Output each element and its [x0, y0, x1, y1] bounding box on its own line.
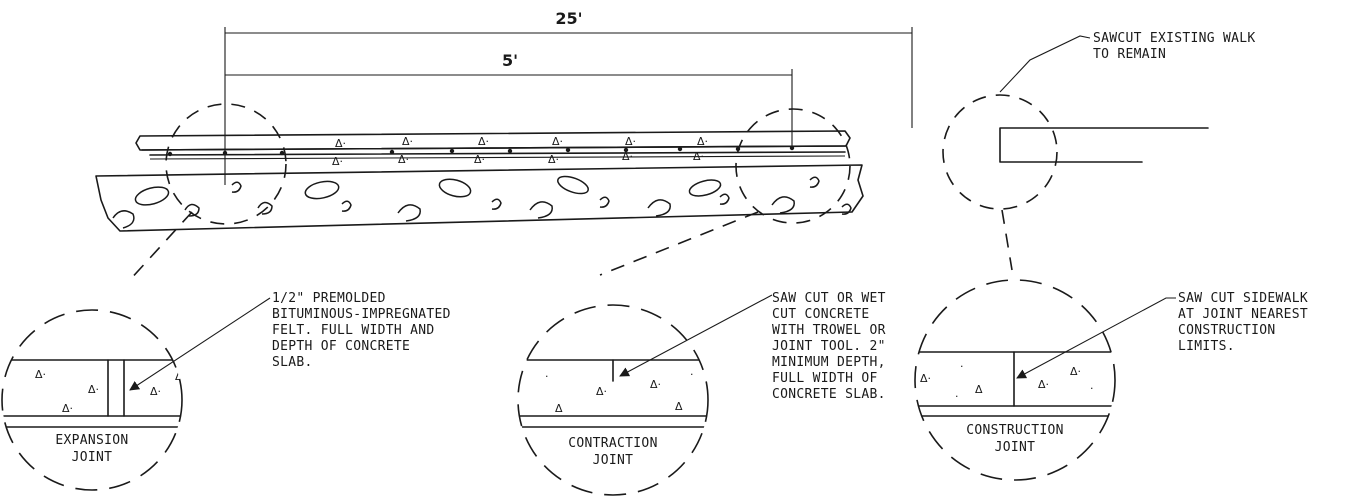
svg-text:·: · — [1090, 382, 1094, 395]
svg-text:Δ·: Δ· — [1038, 378, 1049, 391]
svg-text:LIMITS.: LIMITS. — [1178, 339, 1235, 354]
svg-text:Δ·: Δ· — [552, 135, 563, 148]
sidewalk-slab: Δ· Δ· Δ· Δ· Δ· Δ· Δ· Δ· Δ· Δ· Δ· Δ· — [135, 130, 851, 168]
svg-text:CUT CONCRETE: CUT CONCRETE — [772, 307, 870, 322]
svg-text:FULL WIDTH OF: FULL WIDTH OF — [772, 371, 878, 386]
svg-text:MINIMUM DEPTH,: MINIMUM DEPTH, — [772, 355, 886, 370]
svg-text:Δ·: Δ· — [332, 155, 343, 168]
expansion-arrow — [129, 297, 271, 391]
svg-text:Δ: Δ — [975, 383, 983, 396]
svg-text:Δ·: Δ· — [88, 383, 99, 396]
leader-contraction — [599, 211, 759, 276]
svg-text:Δ·: Δ· — [596, 385, 607, 398]
svg-text:WITH TROWEL OR: WITH TROWEL OR — [772, 323, 886, 338]
svg-text:Δ·: Δ· — [1070, 365, 1081, 378]
construction-joint-title-line2: JOINT — [995, 440, 1036, 455]
svg-text:Δ·: Δ· — [697, 135, 708, 148]
detail-construction-joint: Δ· · Δ · Δ· Δ· · CONSTRUCTION JOINT — [914, 279, 1116, 481]
svg-text:Δ·: Δ· — [478, 135, 489, 148]
svg-text:Δ·: Δ· — [35, 368, 46, 381]
svg-text:Δ·: Δ· — [693, 150, 704, 163]
svg-text:Δ·: Δ· — [402, 135, 413, 148]
contraction-note: SAW CUT OR WET CUT CONCRETE WITH TROWEL … — [772, 291, 886, 402]
dimension-spacing-label: 5' — [502, 51, 518, 70]
svg-text:Δ·: Δ· — [175, 370, 186, 383]
construction-joint-title-line1: CONSTRUCTION — [966, 423, 1064, 438]
svg-text:Δ·: Δ· — [398, 153, 409, 166]
svg-text:SAW CUT SIDEWALK: SAW CUT SIDEWALK — [1178, 291, 1308, 306]
detail-expansion-joint: Δ· Δ· Δ· Δ· Δ· Δ· EXPANSION JOINT — [1, 309, 216, 491]
svg-text:Δ: Δ — [555, 402, 563, 415]
svg-text:·: · — [955, 390, 959, 403]
svg-text:JOINT TOOL. 2": JOINT TOOL. 2" — [772, 339, 886, 354]
base-course — [95, 164, 864, 232]
detail-contraction-joint: · Δ Δ· Δ· · Δ CONTRACTION JOINT — [517, 304, 709, 496]
svg-text:Δ·: Δ· — [62, 402, 73, 415]
sawcut-walk-label-line1: SAWCUT EXISTING WALK — [1093, 31, 1256, 46]
dimension-25ft: 25' — [224, 9, 913, 185]
construction-note: SAW CUT SIDEWALK AT JOINT NEAREST CONSTR… — [1178, 291, 1308, 354]
svg-text:Δ: Δ — [675, 400, 683, 413]
construction-arrow — [1016, 297, 1176, 379]
callout-circle-construction — [942, 94, 1058, 210]
svg-text:SAW CUT OR WET: SAW CUT OR WET — [772, 291, 886, 306]
svg-text:1/2" PREMOLDED: 1/2" PREMOLDED — [272, 291, 386, 306]
svg-text:·: · — [960, 360, 964, 373]
callout-circle-contraction — [735, 108, 851, 224]
svg-text:Δ·: Δ· — [335, 137, 346, 150]
svg-text:·: · — [690, 368, 694, 381]
svg-text:AT JOINT NEAREST: AT JOINT NEAREST — [1178, 307, 1308, 322]
leader-expansion — [127, 211, 193, 283]
expansion-note: 1/2" PREMOLDED BITUMINOUS-IMPREGNATED FE… — [272, 291, 451, 370]
svg-text:Δ·: Δ· — [474, 153, 485, 166]
contraction-arrow — [619, 294, 773, 377]
svg-text:CONSTRUCTION: CONSTRUCTION — [1178, 323, 1276, 338]
expansion-joint-title-line1: EXPANSION — [55, 433, 128, 448]
contraction-joint-title-line1: CONTRACTION — [568, 436, 657, 451]
svg-text:CONCRETE SLAB.: CONCRETE SLAB. — [772, 387, 886, 402]
base-aggregate — [112, 175, 852, 229]
svg-text:Δ·: Δ· — [150, 385, 161, 398]
svg-text:Δ·: Δ· — [205, 380, 216, 393]
callout-circle-expansion — [165, 103, 287, 225]
svg-text:Δ·: Δ· — [622, 150, 633, 163]
svg-text:·: · — [545, 370, 549, 383]
leader-construction — [1001, 209, 1013, 271]
svg-text:SLAB.: SLAB. — [272, 355, 313, 370]
svg-text:Δ·: Δ· — [625, 135, 636, 148]
svg-text:DEPTH OF CONCRETE: DEPTH OF CONCRETE — [272, 339, 410, 354]
svg-text:FELT. FULL WIDTH AND: FELT. FULL WIDTH AND — [272, 323, 435, 338]
slab-aggregate-triangles: Δ· Δ· Δ· Δ· Δ· Δ· Δ· Δ· Δ· Δ· Δ· Δ· — [332, 135, 708, 168]
contraction-joint-title-line2: JOINT — [593, 453, 634, 468]
svg-text:BITUMINOUS-IMPREGNATED: BITUMINOUS-IMPREGNATED — [272, 307, 451, 322]
expansion-joint-title-line2: JOINT — [72, 450, 113, 465]
sawcut-walk-label-line2: TO REMAIN — [1093, 47, 1166, 62]
existing-walk — [999, 35, 1209, 163]
svg-text:Δ·: Δ· — [920, 372, 931, 385]
dimension-overall-label: 25' — [555, 9, 582, 28]
svg-text:Δ·: Δ· — [548, 153, 559, 166]
svg-text:Δ·: Δ· — [650, 378, 661, 391]
